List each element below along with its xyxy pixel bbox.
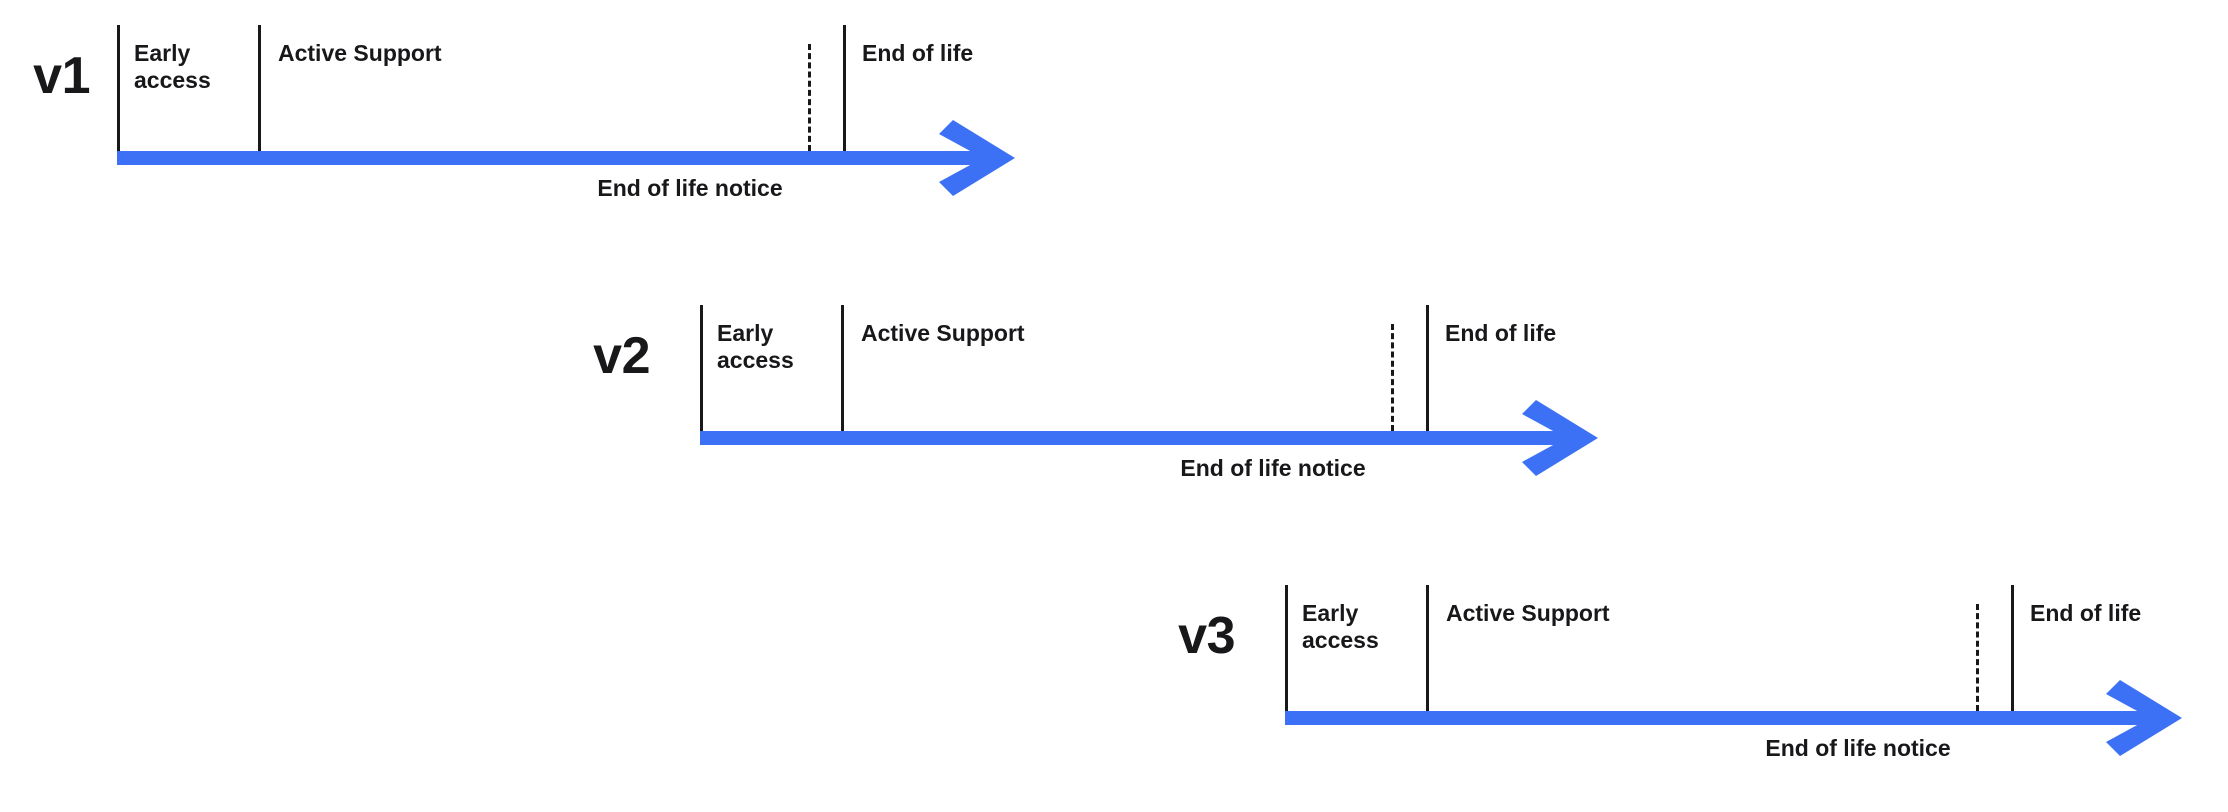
arrow-head-icon [2106, 680, 2182, 756]
phase-tick-2 [258, 25, 261, 151]
phase-tick-2 [841, 305, 844, 431]
phase-label-1: Early access [1302, 600, 1379, 653]
phase-label-2: Active Support [278, 40, 442, 66]
eol-notice-dashed-tick [808, 44, 811, 151]
arrow-head-icon [1522, 400, 1598, 476]
timeline-bar [117, 151, 985, 165]
end-of-life-tick [843, 25, 846, 151]
phase-tick-1 [117, 25, 120, 151]
end-of-life-tick [2011, 585, 2014, 711]
phase-label-2: Active Support [861, 320, 1025, 346]
end-of-life-tick [1426, 305, 1429, 431]
end-of-life-label: End of life [2030, 600, 2142, 626]
timeline-bar [700, 431, 1568, 445]
end-of-life-notice-label: End of life notice [597, 175, 783, 201]
phase-label-1: Early access [134, 40, 211, 93]
phase-tick-1 [1285, 585, 1288, 711]
end-of-life-label: End of life [1445, 320, 1557, 346]
end-of-life-notice-label: End of life notice [1180, 455, 1366, 481]
timeline-bar [1285, 711, 2152, 725]
phase-tick-1 [700, 305, 703, 431]
version-label-v3: v3 [1178, 607, 1235, 665]
phase-tick-2 [1426, 585, 1429, 711]
version-label-v2: v2 [593, 327, 650, 385]
version-label-v1: v1 [33, 47, 90, 105]
end-of-life-notice-label: End of life notice [1765, 735, 1951, 761]
arrow-head-icon [939, 120, 1015, 196]
eol-notice-dashed-tick [1976, 604, 1979, 711]
phase-label-2: Active Support [1446, 600, 1610, 626]
eol-notice-dashed-tick [1391, 324, 1394, 431]
end-of-life-label: End of life [862, 40, 974, 66]
phase-label-1: Early access [717, 320, 794, 373]
